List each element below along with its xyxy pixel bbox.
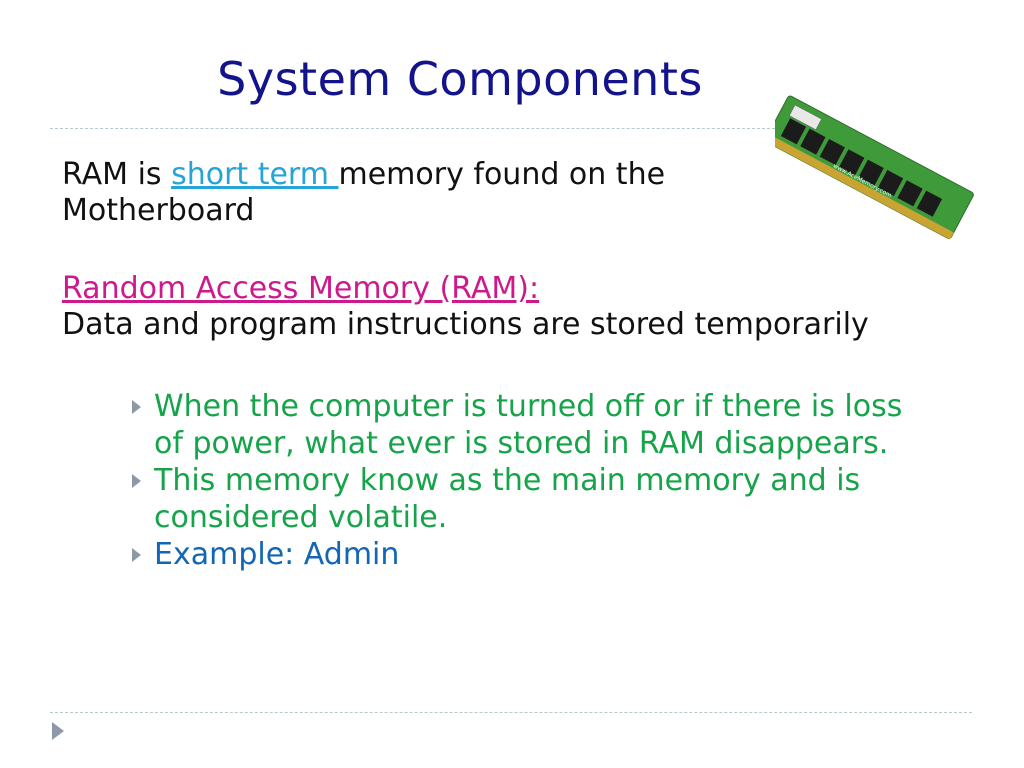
triangle-right-icon: [132, 400, 141, 414]
triangle-right-icon: [132, 548, 141, 562]
ram-intro-prefix: RAM is: [62, 157, 172, 192]
ram-heading-link[interactable]: Random Access Memory (RAM):: [62, 271, 540, 306]
paragraph-ram-definition: Random Access Memory (RAM): Data and pro…: [62, 271, 982, 343]
bullet-text: When the computer is turned off or if th…: [154, 389, 903, 461]
bullet-text: Example: Admin: [154, 537, 400, 572]
short-term-link[interactable]: short term: [171, 157, 339, 192]
bullet-item: Example: Admin: [130, 536, 920, 573]
bottom-divider: [50, 712, 972, 713]
triangle-right-icon: [132, 474, 141, 488]
bullet-list: When the computer is turned off or if th…: [130, 388, 920, 573]
triangle-right-icon: [52, 722, 64, 740]
paragraph-ram-intro: RAM is short term memory found on the Mo…: [62, 157, 762, 229]
ram-intro-suffix: memory found on the Motherboard: [62, 157, 666, 228]
bullet-text: This memory know as the main memory and …: [154, 463, 861, 535]
bullet-item: This memory know as the main memory and …: [130, 462, 920, 536]
ram-definition-text: Data and program instructions are stored…: [62, 307, 869, 342]
bullet-item: When the computer is turned off or if th…: [130, 388, 920, 462]
ram-module-image: www.AceMemory.com: [775, 95, 974, 240]
top-divider: [50, 128, 775, 129]
slide-title: System Components: [217, 52, 703, 106]
